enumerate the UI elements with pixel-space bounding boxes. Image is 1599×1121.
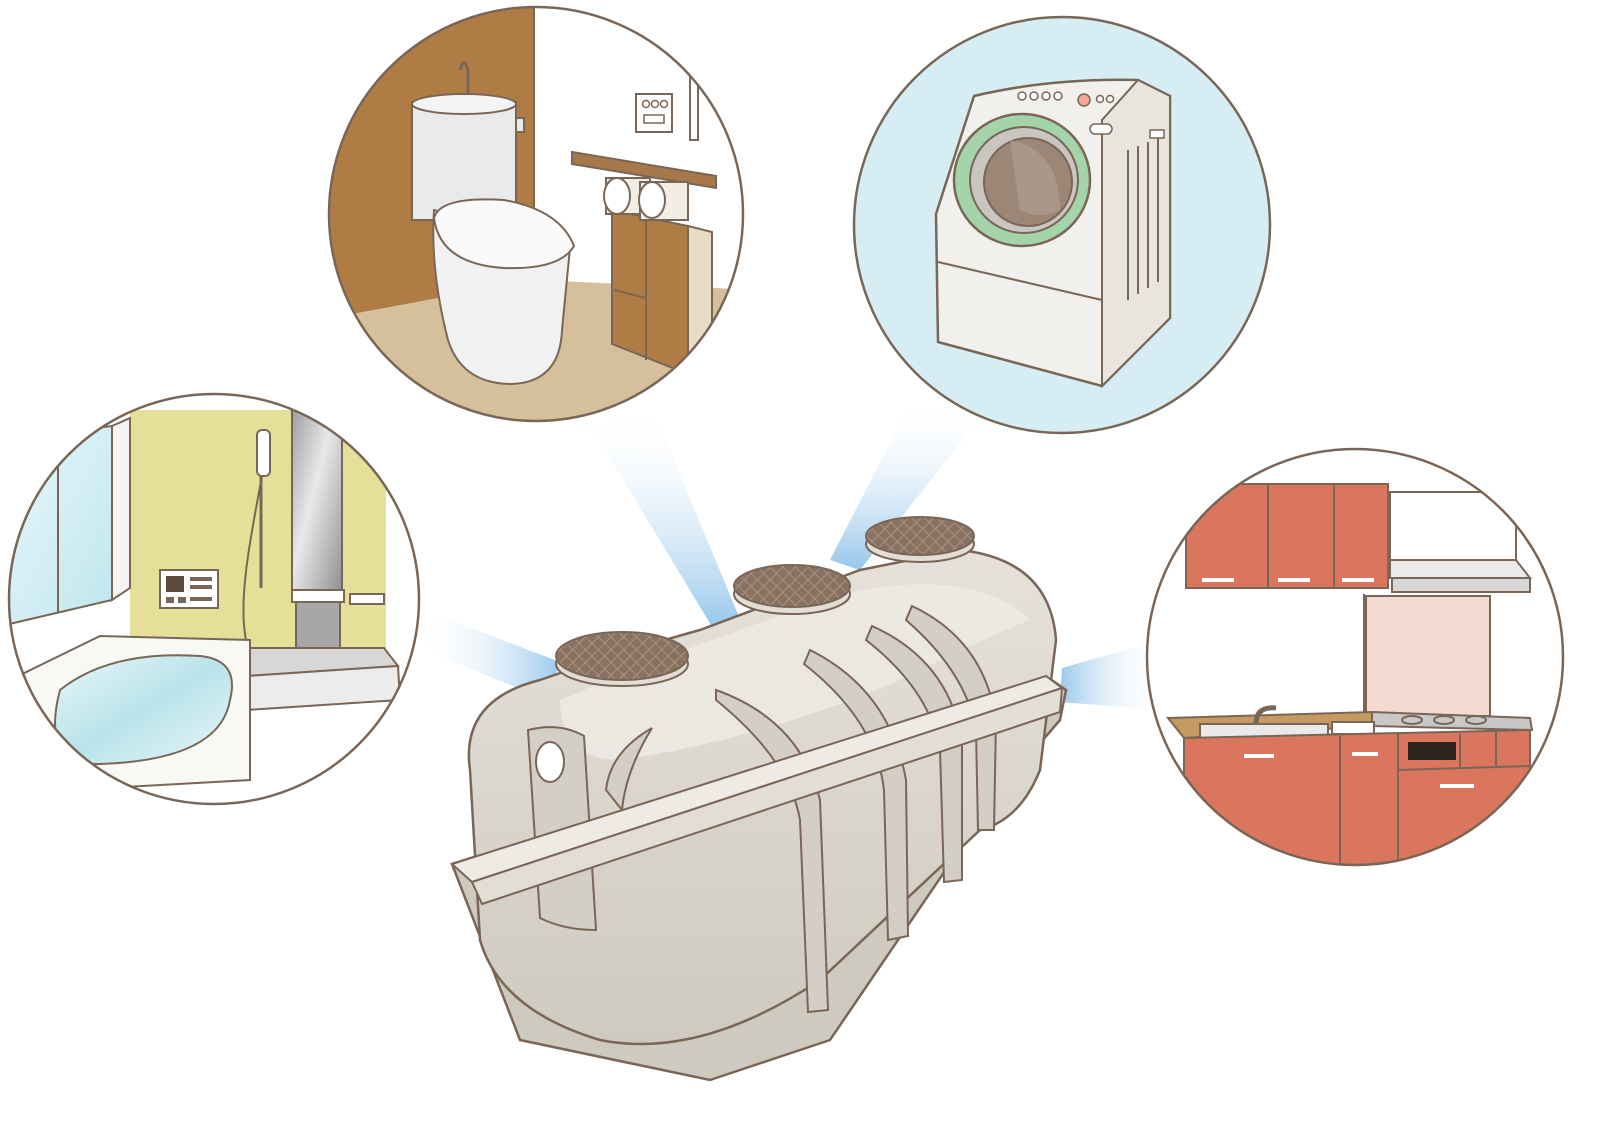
manhole-cover-3: [865, 516, 975, 563]
bath-mirror: [291, 401, 343, 595]
flow-beam-laundry: [830, 396, 978, 570]
flow-beam-kitchen: [1060, 640, 1162, 710]
toilet-icon: [411, 61, 576, 386]
kitchen-node: [1145, 447, 1565, 867]
toilet-paper-icon: [603, 177, 689, 221]
toilet-cabinet: [611, 208, 713, 377]
flow-beams: [418, 396, 1162, 710]
shower-head-icon: [242, 429, 271, 641]
laundry-node: [852, 15, 1272, 435]
bath-control-panel: [159, 569, 219, 609]
stove-icon: [1401, 715, 1487, 725]
washing-machine-icon: [934, 78, 1172, 389]
flow-beam-toilet: [592, 402, 742, 630]
toilet-node: [327, 5, 745, 423]
flow-beam-bathroom: [418, 614, 560, 700]
kitchen-lower-cabinets: [1183, 728, 1531, 865]
manhole-cover-1: [555, 631, 689, 687]
bathroom-node: [7, 392, 421, 806]
range-hood: [1389, 491, 1533, 593]
septic-tank-icon: [450, 516, 1068, 1082]
kitchen-upper-cabinets: [1185, 483, 1389, 589]
manhole-cover-2: [733, 564, 851, 615]
